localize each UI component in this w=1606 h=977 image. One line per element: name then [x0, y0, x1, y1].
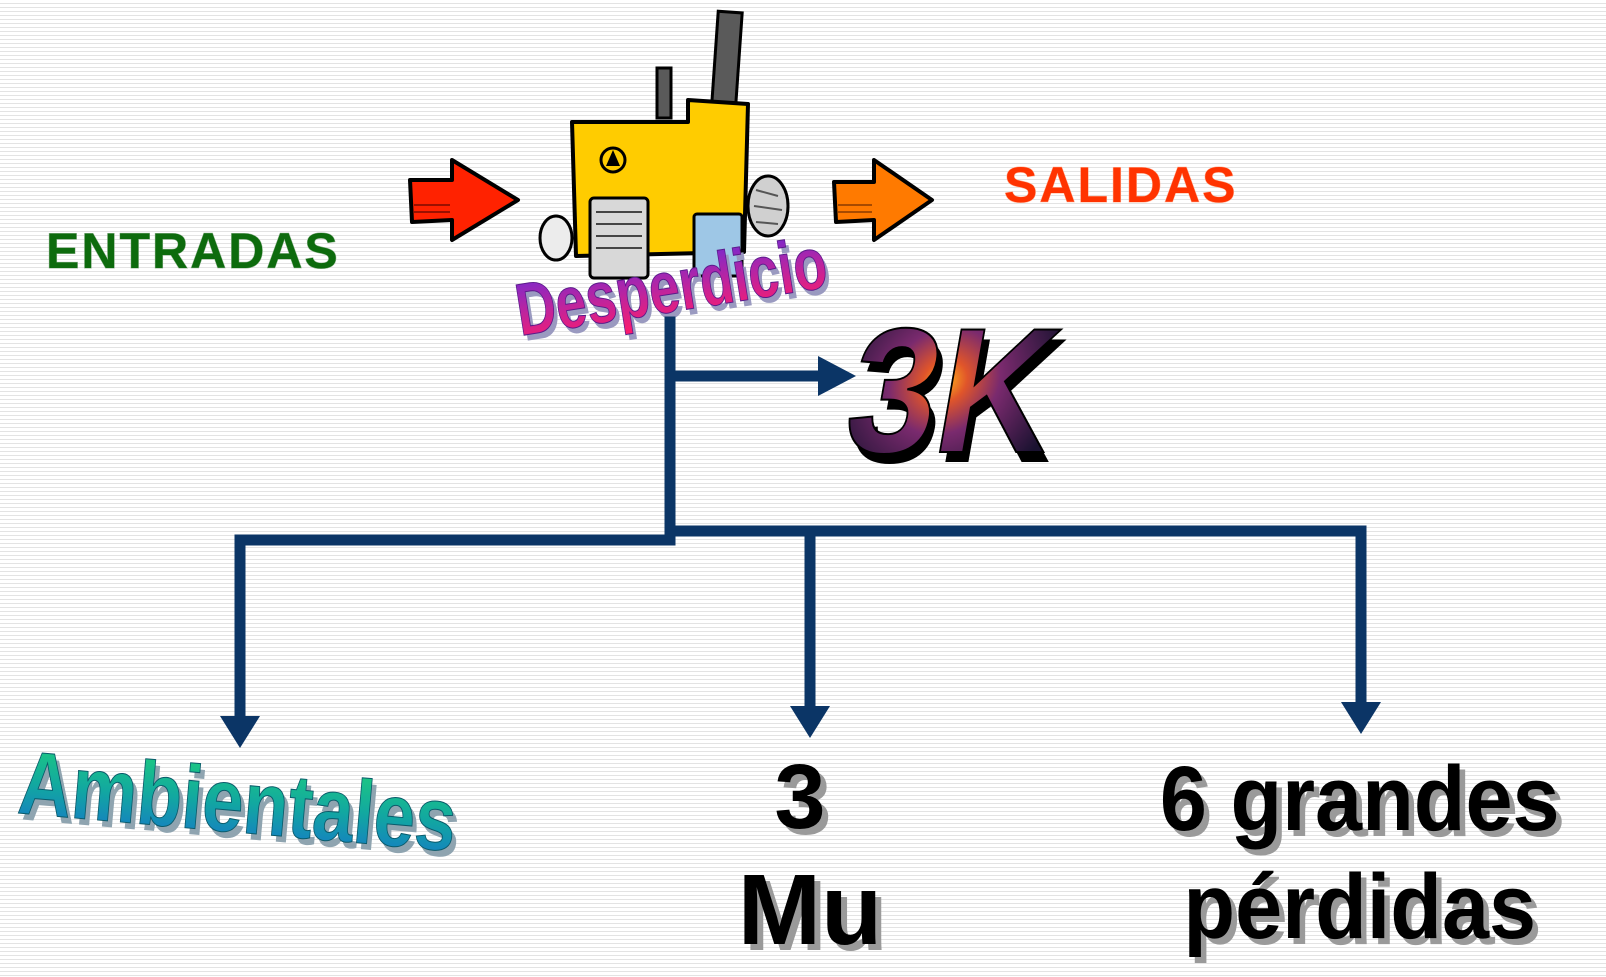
- three-mu-line2: Mu: [738, 854, 882, 966]
- arrowheads: [220, 356, 1381, 748]
- three-mu-group: 3 3 Mu Mu: [738, 746, 888, 972]
- three-mu-line1: 3: [774, 746, 825, 848]
- recycling-factory-icon: [538, 9, 790, 280]
- six-losses-line1: 6 grandes: [1160, 747, 1560, 850]
- input-arrow-icon: [408, 158, 520, 242]
- six-losses-line2-shadow: pérdidas: [1189, 861, 1542, 964]
- three-mu-line1-shadow: 3: [780, 752, 831, 854]
- arrowhead-ambientales: [220, 716, 260, 748]
- arrowhead-3mu: [790, 706, 830, 738]
- output-arrow-icon: [832, 158, 934, 242]
- ambientales-group: Ambientales Ambientales: [14, 733, 465, 877]
- distribution-line: [234, 525, 1367, 546]
- six-losses-line2: pérdidas: [1183, 855, 1536, 958]
- three-k-shadow: 3K: [839, 301, 1079, 500]
- six-losses-line1-shadow: 6 grandes: [1165, 753, 1565, 856]
- six-losses-group: 6 grandes 6 grandes pérdidas pérdidas: [1160, 747, 1565, 964]
- arrowhead-3k: [818, 356, 856, 396]
- three-mu-line2-shadow: Mu: [744, 860, 888, 972]
- arrowhead-6losses: [1341, 702, 1381, 734]
- three-k-group: 3K 3K: [832, 291, 1079, 501]
- connector-lines: [234, 316, 1367, 728]
- three-k-label: 3K: [833, 291, 1073, 490]
- outputs-label: SALIDAS: [1004, 157, 1237, 213]
- ambientales-label: Ambientales: [15, 733, 461, 870]
- inputs-label: ENTRADAS: [46, 223, 340, 279]
